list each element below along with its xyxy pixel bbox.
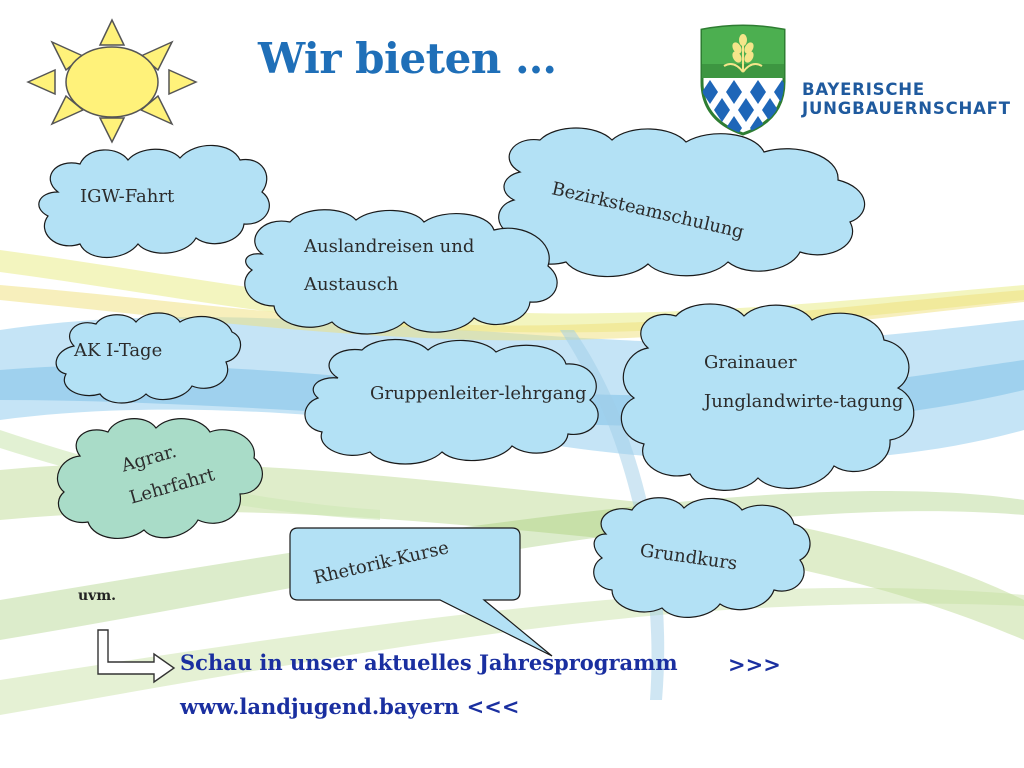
page-title: Wir bieten … bbox=[258, 34, 557, 83]
uvm-note: uvm. bbox=[78, 588, 117, 604]
cta-website-link[interactable]: www.landjugend.bayern <<< bbox=[180, 694, 520, 719]
bent-arrow-icon bbox=[97, 629, 176, 684]
cloud-bezirk bbox=[498, 127, 866, 278]
cloud-ak bbox=[55, 312, 242, 404]
crest-logo-icon bbox=[700, 24, 786, 136]
cloud-igw-label: IGW-Fahrt bbox=[80, 186, 175, 207]
cloud-agrar bbox=[57, 418, 263, 539]
cloud-ausland bbox=[244, 209, 558, 335]
cloud-ausland-label-1: Auslandreisen und bbox=[304, 236, 475, 257]
cloud-grainau-label-1: Grainauer bbox=[704, 352, 797, 373]
cloud-igw bbox=[38, 144, 270, 258]
cloud-grainau-label-2: Junglandwirte-tagung bbox=[704, 391, 904, 412]
cloud-grainau bbox=[620, 303, 915, 491]
organization-name: BAYERISCHE JUNGBAUERNSCHAFT bbox=[802, 80, 1011, 118]
cloud-gruppen bbox=[304, 339, 599, 465]
cta-line1: Schau in unser aktuelles Jahresprogramm bbox=[180, 650, 678, 675]
cloud-gruppen-label: Gruppenleiter-lehrgang bbox=[370, 383, 587, 404]
organization-name-line1: BAYERISCHE bbox=[802, 80, 925, 99]
organization-name-line2: JUNGBAUERNSCHAFT bbox=[802, 99, 1011, 118]
cta-arrows: >>> bbox=[728, 652, 781, 677]
cloud-ausland-label-2: Austausch bbox=[304, 274, 399, 295]
cloud-ak-label: AK I-Tage bbox=[74, 340, 163, 361]
cloud-grund bbox=[593, 497, 811, 618]
callout-bubble bbox=[289, 527, 553, 657]
